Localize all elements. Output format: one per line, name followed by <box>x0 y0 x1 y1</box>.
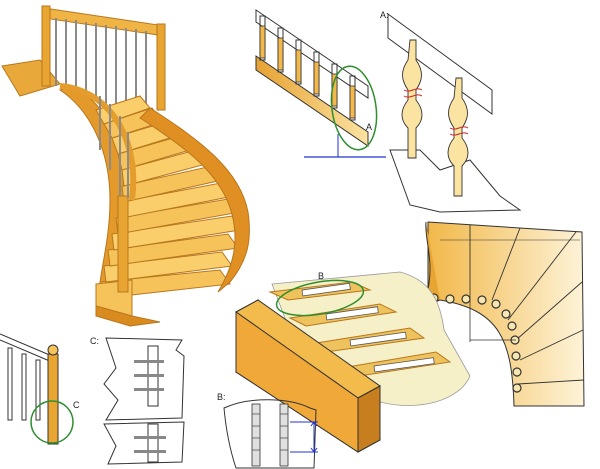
winder-plan-view <box>424 221 585 407</box>
detail-b-plates: B: <box>217 392 318 469</box>
newel-post-sketch: C <box>0 333 80 445</box>
marker-b: B <box>318 271 324 281</box>
stringer-bracket-detail: B <box>235 271 471 453</box>
detail-a-balusters: A: <box>380 10 522 213</box>
detail-c-bolted-joints: C: <box>90 336 185 465</box>
staircase-3d-render <box>1 5 250 327</box>
side-elevation-sketch: A <box>255 9 386 158</box>
detail-b-title: B: <box>217 392 226 402</box>
detail-c-title: C: <box>90 336 99 346</box>
marker-a: A <box>366 122 372 132</box>
detail-a-title: A: <box>380 10 389 20</box>
marker-c: C <box>73 400 80 410</box>
